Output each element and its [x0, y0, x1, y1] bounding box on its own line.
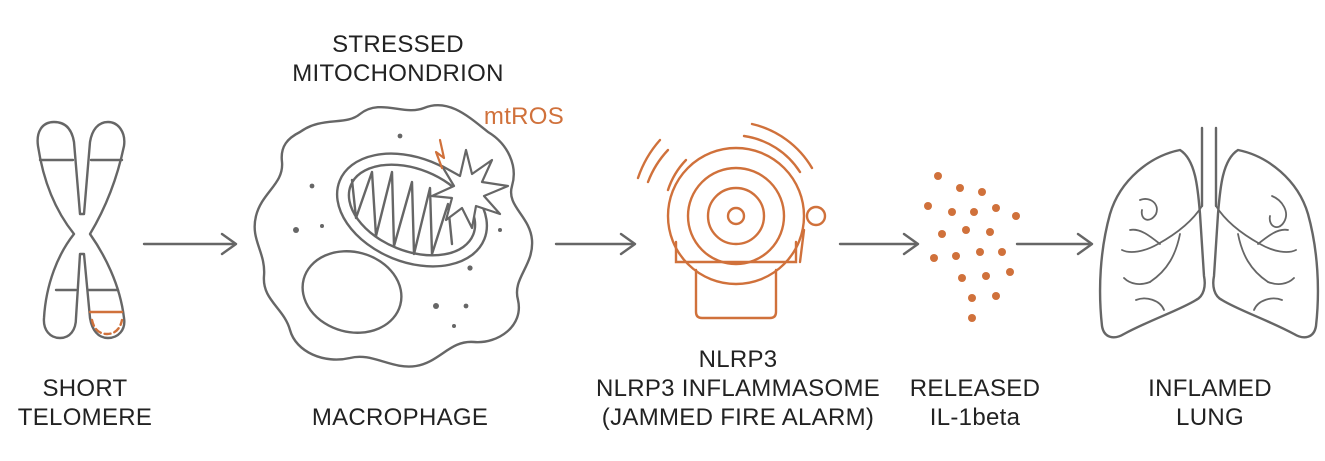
right-lung [1212, 148, 1320, 339]
cytoplasm-granules [293, 133, 502, 328]
arrow-1 [142, 232, 238, 256]
cytokine-dots-icon [924, 172, 1020, 322]
bronchi [1121, 195, 1297, 311]
arrow-2 [554, 232, 637, 256]
label-nlrp3-inflammasome: NLRP3 NLRP3 INFLAMMASOME (JAMMED FIRE AL… [595, 346, 881, 431]
nucleus [301, 250, 403, 334]
chromosome-outline [36, 120, 126, 340]
arrow-4 [1015, 232, 1094, 256]
macrophage-icon [253, 103, 534, 368]
mitochondrion [335, 152, 489, 268]
left-lung [1098, 148, 1206, 339]
label-released-il1beta: RELEASED IL-1beta [909, 375, 1041, 431]
label-macrophage: MACROPHAGE [311, 404, 489, 431]
label-mtros: mtROS [483, 103, 565, 130]
trachea [1200, 126, 1218, 208]
label-stressed-mitochondrion: STRESSED MITOCHONDRION [292, 31, 504, 87]
arrow-3 [838, 232, 920, 256]
label-short-telomere: SHORT TELOMERE [17, 375, 153, 431]
lungs-icon [1098, 126, 1320, 339]
chromosome-icon [36, 120, 126, 340]
label-inflamed-lung: INFLAMED LUNG [1148, 375, 1272, 431]
fire-alarm-bell-icon [636, 122, 827, 320]
mtros-burst-icon [430, 138, 510, 230]
macrophage-membrane [253, 103, 534, 368]
short-telomere-marker [88, 310, 124, 336]
